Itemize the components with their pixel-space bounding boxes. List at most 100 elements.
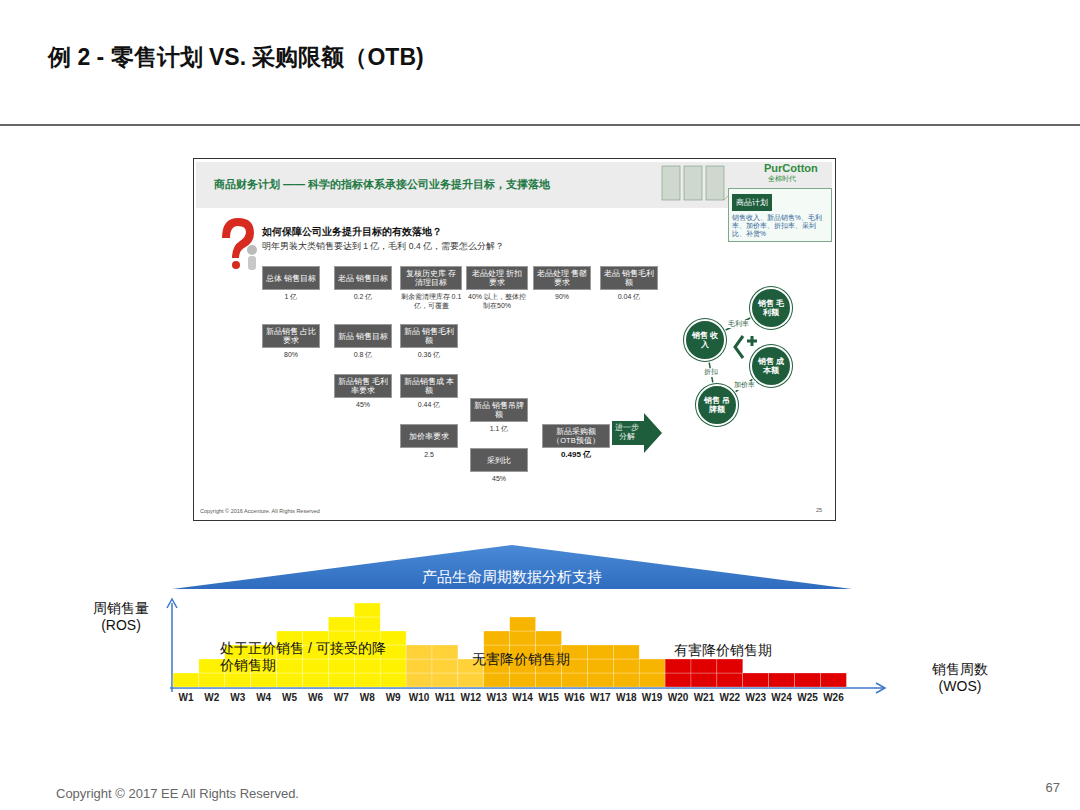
- banner-label: 产品生命周期数据分析支持: [172, 568, 852, 587]
- slide-frame: [194, 159, 836, 521]
- week-label: W4: [247, 692, 281, 704]
- sales-bar-block: [795, 673, 821, 687]
- sales-bar-block: [587, 645, 613, 659]
- sales-bar-block: [432, 673, 458, 687]
- sales-bar-block: [510, 617, 536, 631]
- box-heading: 新品采购额 （OTB预值）: [542, 424, 610, 448]
- box-value: 0.495 亿: [542, 450, 610, 459]
- sales-bar-block: [743, 673, 769, 687]
- week-label: W19: [635, 692, 669, 704]
- bracket-symbol: [735, 336, 743, 358]
- text-label: 处于正价销售 / 可接受的降价销售期: [220, 640, 390, 674]
- edge-label: 毛利率: [727, 320, 750, 328]
- box-heading: 新品 销售毛利额: [400, 324, 458, 348]
- text-label: 全棉时代: [768, 175, 818, 183]
- week-label: W8: [350, 692, 384, 704]
- sales-bar-block: [432, 645, 458, 659]
- y-axis-head: [167, 599, 177, 608]
- sales-bar-block: [613, 673, 639, 687]
- sales-bar-block: [510, 631, 536, 645]
- sales-bar-block: [328, 659, 354, 673]
- figure-body: [248, 256, 256, 270]
- sales-bar-block: [769, 673, 795, 687]
- week-label: W15: [532, 692, 566, 704]
- box-value: 0.2 亿: [334, 292, 392, 301]
- box-heading: 老品处理 折扣要求: [466, 266, 528, 290]
- box-value: 0.04 亿: [600, 292, 658, 301]
- sales-bar-block: [303, 673, 329, 687]
- sales-bar-block: [717, 659, 743, 673]
- week-label: W9: [376, 692, 410, 704]
- box-heading: 新品销售 毛利率要求: [334, 374, 392, 398]
- metric-box: 新品采购额 （OTB预值） 0.495 亿: [542, 424, 610, 459]
- text-label: 无害降价销售期: [472, 651, 622, 668]
- week-label: W23: [739, 692, 773, 704]
- sales-bar-block: [354, 659, 380, 673]
- connector: [726, 318, 751, 330]
- text-label: 商品财务计划 —— 科学的指标体系承接公司业务提升目标，支撑落地: [214, 178, 654, 191]
- sales-bar-block: [432, 659, 458, 673]
- sales-bar-block: [328, 617, 354, 631]
- metric-box: 新品 销售吊牌额1.1 亿: [470, 398, 528, 433]
- week-label: W24: [765, 692, 799, 704]
- sales-bar-block: [225, 673, 251, 687]
- arrow-fill: [612, 413, 662, 453]
- text-label: 明年男装大类销售要达到 1 亿，毛利 0.4 亿，需要怎么分解？: [262, 241, 642, 251]
- sales-bar-block: [821, 673, 847, 687]
- box-value: 45%: [470, 474, 528, 483]
- sales-bar-block: [484, 631, 510, 645]
- question-dot: [232, 261, 240, 269]
- box-heading: 新品销售 占比要求: [262, 324, 320, 348]
- box-heading: 新品 销售目标: [334, 324, 392, 348]
- text-label: PurCotton: [764, 162, 830, 175]
- circle-label: 销售 吊牌额: [701, 396, 733, 414]
- sales-bar-block: [251, 673, 277, 687]
- text-label: 有害降价销售期: [674, 642, 804, 659]
- page-title: 例 2 - 零售计划 VS. 采购限额（OTB): [48, 44, 424, 72]
- plan-body: 销售收入、新品销售%、毛利率、加价率、折扣率、采到比、补货%: [732, 214, 828, 238]
- metric-box: 采到比45%: [470, 448, 528, 483]
- text-label: Copyright © 2016 Accenture. All Rights R…: [200, 508, 460, 515]
- sales-bar-block: [510, 673, 536, 687]
- sales-bar-block: [328, 673, 354, 687]
- sales-bar-block: [277, 659, 303, 673]
- week-label: W26: [817, 692, 851, 704]
- metric-circle: 销售 毛利额: [750, 287, 792, 329]
- circle-label: 销售 毛利额: [755, 299, 787, 317]
- box-value: 2.5: [400, 450, 458, 459]
- metric-box: 新品 销售目标0.8 亿: [334, 324, 392, 359]
- banner-fill: [172, 545, 852, 589]
- sales-bar-block: [354, 673, 380, 687]
- text-label: 周销售量 (ROS): [78, 600, 164, 634]
- week-label: W14: [506, 692, 540, 704]
- box-value: 40% 以上，整体控制在50%: [466, 292, 528, 310]
- box-heading: 新品销售成 本额: [400, 374, 458, 398]
- box-value: 0.44 亿: [400, 400, 458, 409]
- box-value: 1 亿: [262, 292, 320, 301]
- sales-bar-block: [173, 673, 199, 687]
- box-heading: 老品 销售毛利额: [600, 266, 658, 290]
- metric-box: 新品销售 毛利率要求45%: [334, 374, 392, 409]
- plus-symbol: [747, 336, 757, 346]
- sales-bar-block: [536, 631, 562, 645]
- week-label: W11: [428, 692, 462, 704]
- metric-circle: 销售 收入: [684, 319, 726, 361]
- metric-box: 新品销售 占比要求80%: [262, 324, 320, 359]
- plan-heading: 商品计划: [732, 194, 772, 211]
- week-label: W1: [169, 692, 203, 704]
- sales-bar-block: [613, 645, 639, 659]
- week-label: W3: [221, 692, 255, 704]
- metric-box: 新品销售成 本额 0.44 亿: [400, 374, 458, 409]
- sales-bar-block: [665, 659, 691, 673]
- box-value: 1.1 亿: [470, 424, 528, 433]
- sales-bar-block: [484, 673, 510, 687]
- box-heading: 老品 销售目标: [334, 266, 392, 290]
- sales-bar-block: [458, 673, 484, 687]
- arrow-label: 进一步分解: [614, 423, 640, 441]
- sales-bar-block: [665, 673, 691, 687]
- metric-box: 老品处理 售罄要求90%: [533, 266, 591, 301]
- edge-label: 加价率: [733, 381, 756, 389]
- sales-bar-block: [639, 673, 665, 687]
- thumbnail: [684, 166, 702, 200]
